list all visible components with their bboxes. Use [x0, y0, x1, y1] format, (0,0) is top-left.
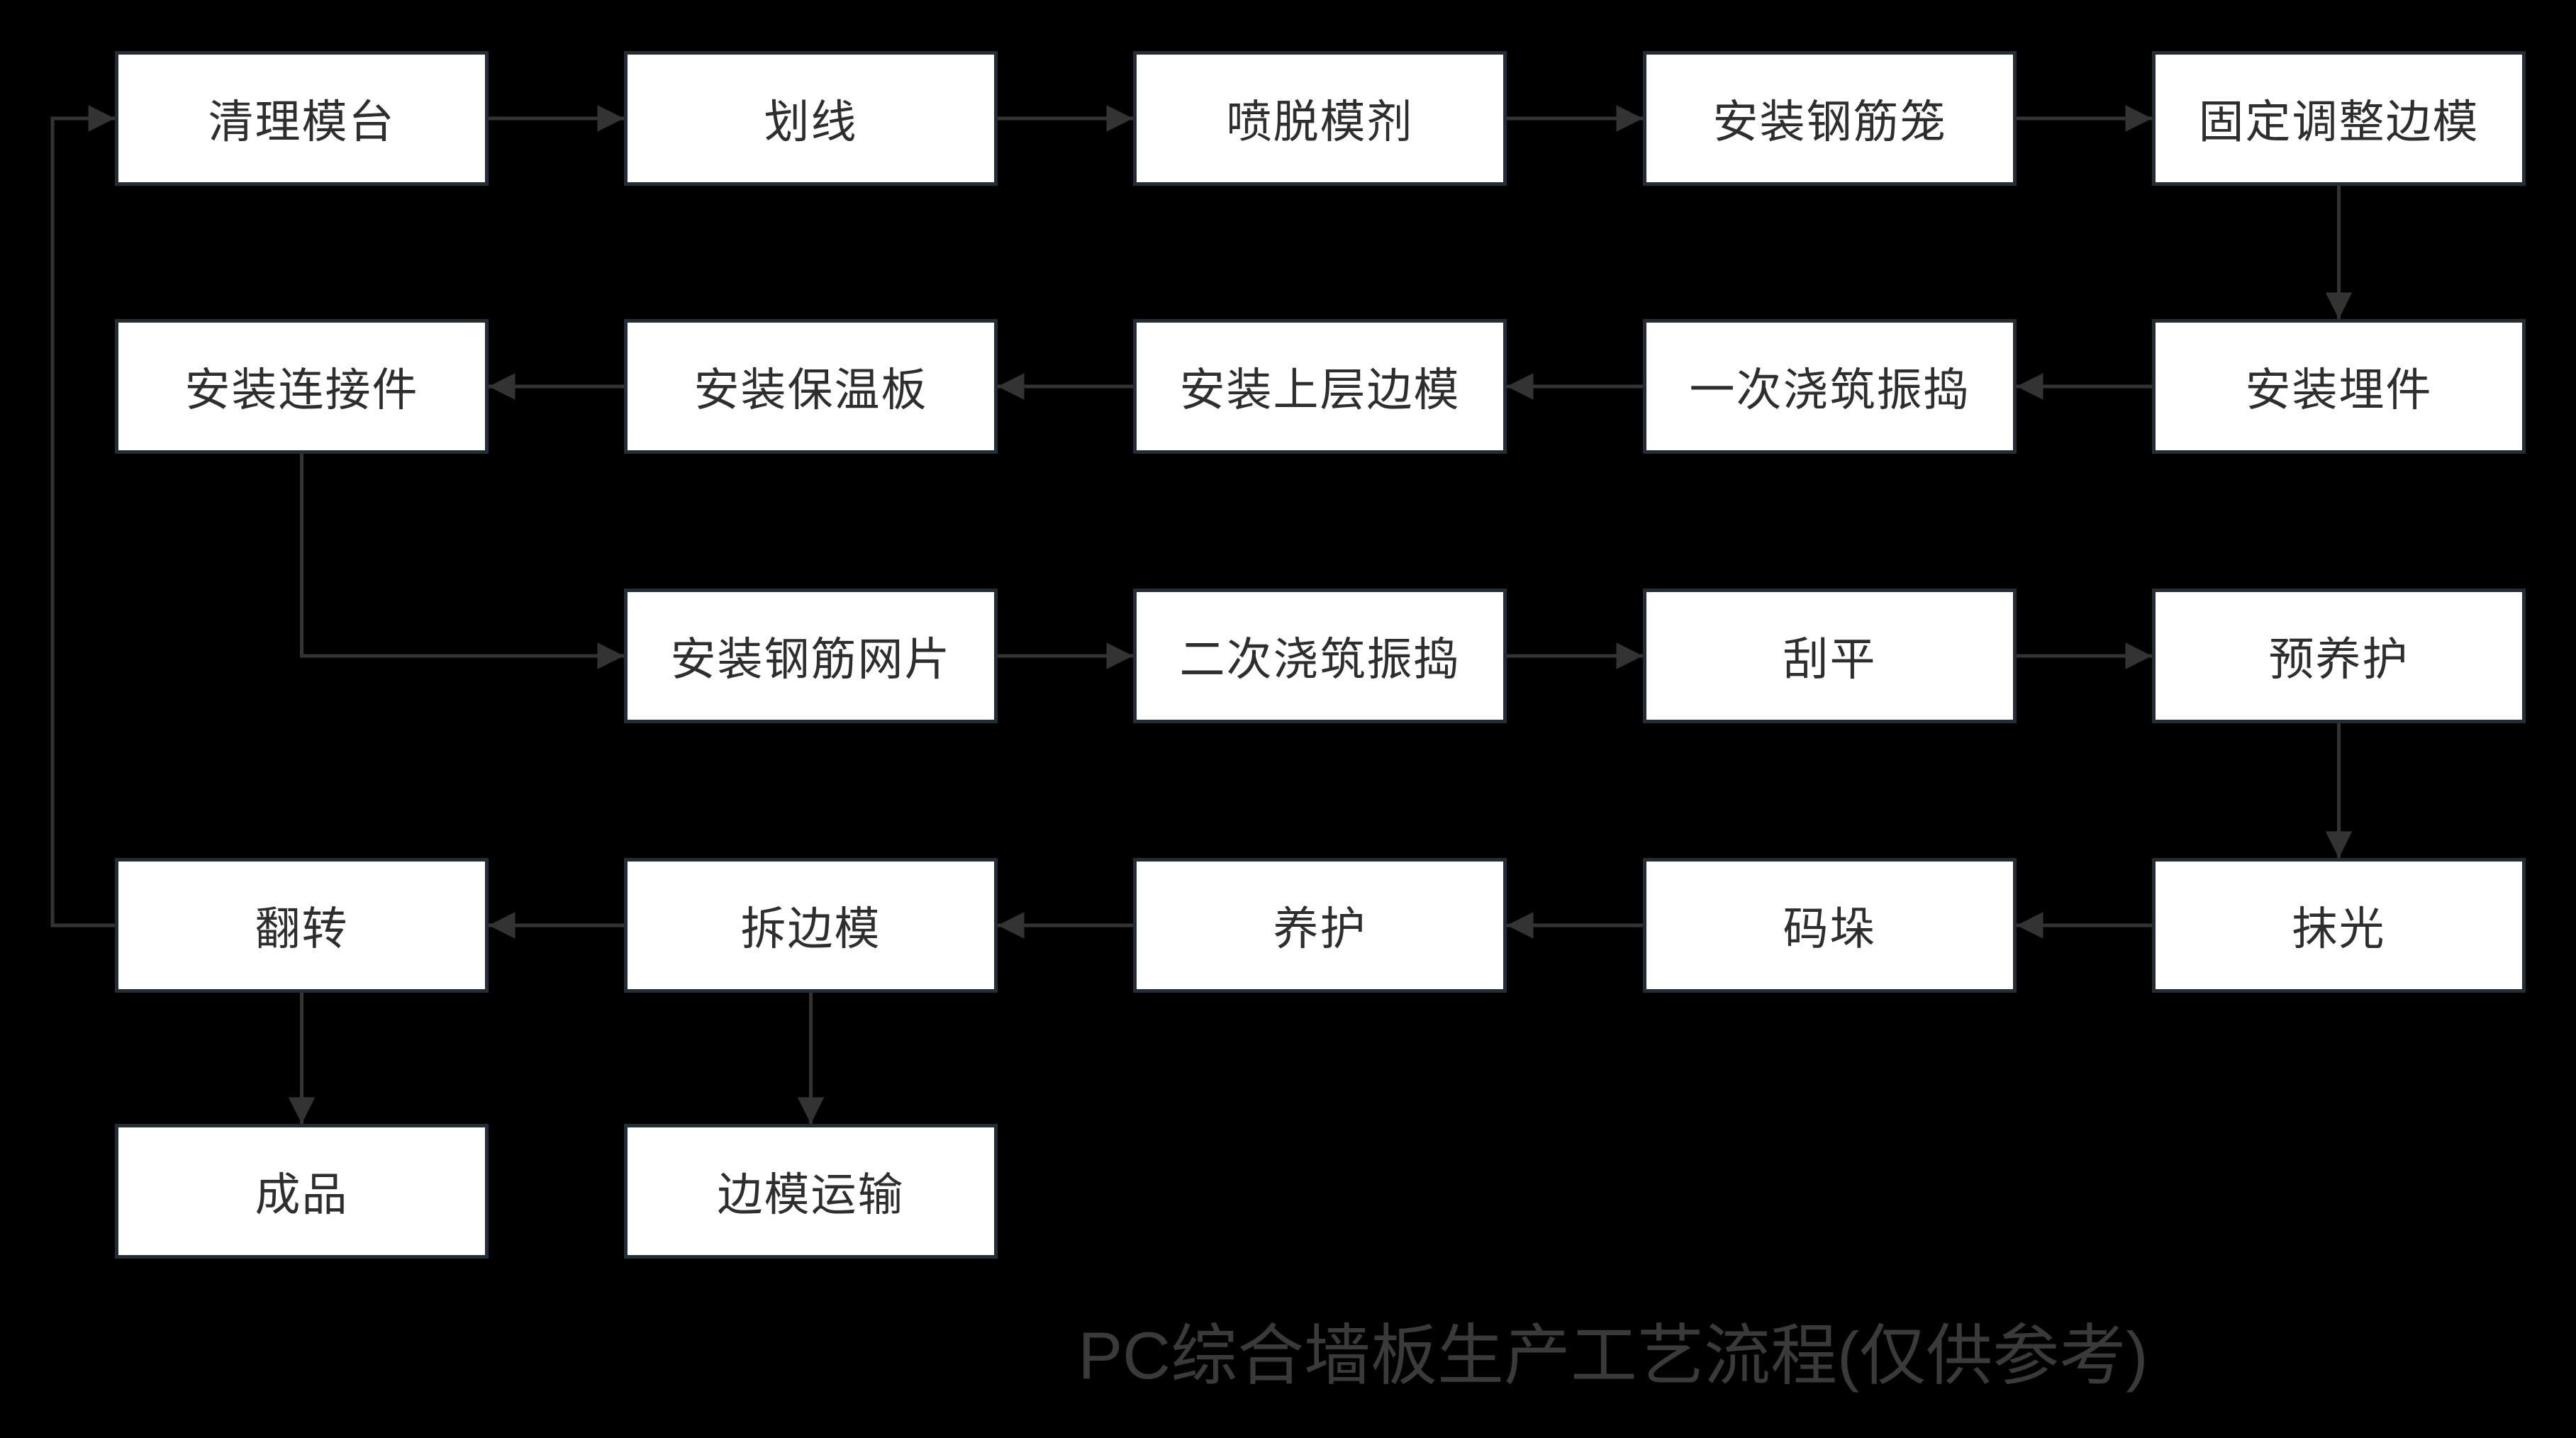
flow-node-qingli-motai: 清理模台 — [115, 51, 489, 186]
flow-node-fanzhuan: 翻转 — [115, 858, 489, 993]
flow-node-label: 成品 — [255, 1169, 349, 1220]
diagram-title: PC综合墙板生产工艺流程(仅供参考) — [1078, 1318, 2148, 1393]
flow-node-label: 安装埋件 — [2245, 364, 2433, 416]
flow-node-label: 安装上层边模 — [1179, 364, 1461, 416]
flow-edge-fanzhuan-to-qingli-motai — [50, 105, 115, 927]
flow-node-maduo: 码垛 — [1643, 858, 2017, 993]
flow-node-label: 二次浇筑振捣 — [1179, 634, 1461, 685]
flow-node-label: 边模运输 — [717, 1169, 905, 1220]
flow-node-erci-jiaozhu-zhendao: 二次浇筑振捣 — [1133, 589, 1507, 723]
flow-node-label: 预养护 — [2268, 634, 2409, 685]
flow-node-guaping: 刮平 — [1643, 589, 2017, 723]
flow-node-guding-tiaozheng-bianmo: 固定调整边模 — [2152, 51, 2526, 186]
flow-node-label: 划线 — [764, 96, 858, 147]
flow-node-anzhuang-baowenban: 安装保温板 — [624, 319, 998, 454]
flow-node-label: 清理模台 — [208, 96, 396, 147]
flow-node-label: 安装连接件 — [184, 364, 419, 416]
flow-node-anzhuang-gangjinlong: 安装钢筋笼 — [1643, 51, 2017, 186]
flow-node-label: 养护 — [1273, 903, 1367, 954]
flow-node-yu-yanghu: 预养护 — [2152, 589, 2526, 723]
flow-node-bianmo-yunshu: 边模运输 — [624, 1124, 998, 1259]
flow-node-chai-bianmo: 拆边模 — [624, 858, 998, 993]
flow-node-anzhuang-lianjiejian: 安装连接件 — [115, 319, 489, 454]
flow-node-pen-tuomoji: 喷脱模剂 — [1133, 51, 1507, 186]
flow-node-yici-jiaozhu-zhendao: 一次浇筑振捣 — [1643, 319, 2017, 454]
flow-node-anzhuang-shangceng-bianmo: 安装上层边模 — [1133, 319, 1507, 454]
flow-node-yanghu: 养护 — [1133, 858, 1507, 993]
flow-node-huaxian: 划线 — [624, 51, 998, 186]
flow-node-anzhuang-maijian: 安装埋件 — [2152, 319, 2526, 454]
flow-node-anzhuang-gangjin-wangpian: 安装钢筋网片 — [624, 589, 998, 723]
flow-node-label: 抹光 — [2292, 903, 2386, 954]
flow-node-label: 喷脱模剂 — [1226, 96, 1414, 147]
flow-node-label: 拆边模 — [740, 903, 881, 954]
flow-node-label: 码垛 — [1783, 903, 1877, 954]
flow-node-label: 固定调整边模 — [2198, 96, 2480, 147]
flow-node-label: 安装钢筋笼 — [1712, 96, 1947, 147]
flow-edge-anzhuang-lianjiejian-to-anzhuang-gangjin-wangpian — [300, 454, 624, 669]
flow-node-label: 安装钢筋网片 — [670, 634, 952, 685]
flow-node-label: 刮平 — [1783, 634, 1877, 685]
flow-node-moguang: 抹光 — [2152, 858, 2526, 993]
flow-node-chengpin: 成品 — [115, 1124, 489, 1259]
flow-node-label: 一次浇筑振捣 — [1689, 364, 1970, 416]
flow-node-label: 翻转 — [255, 903, 349, 954]
flow-node-label: 安装保温板 — [693, 364, 928, 416]
